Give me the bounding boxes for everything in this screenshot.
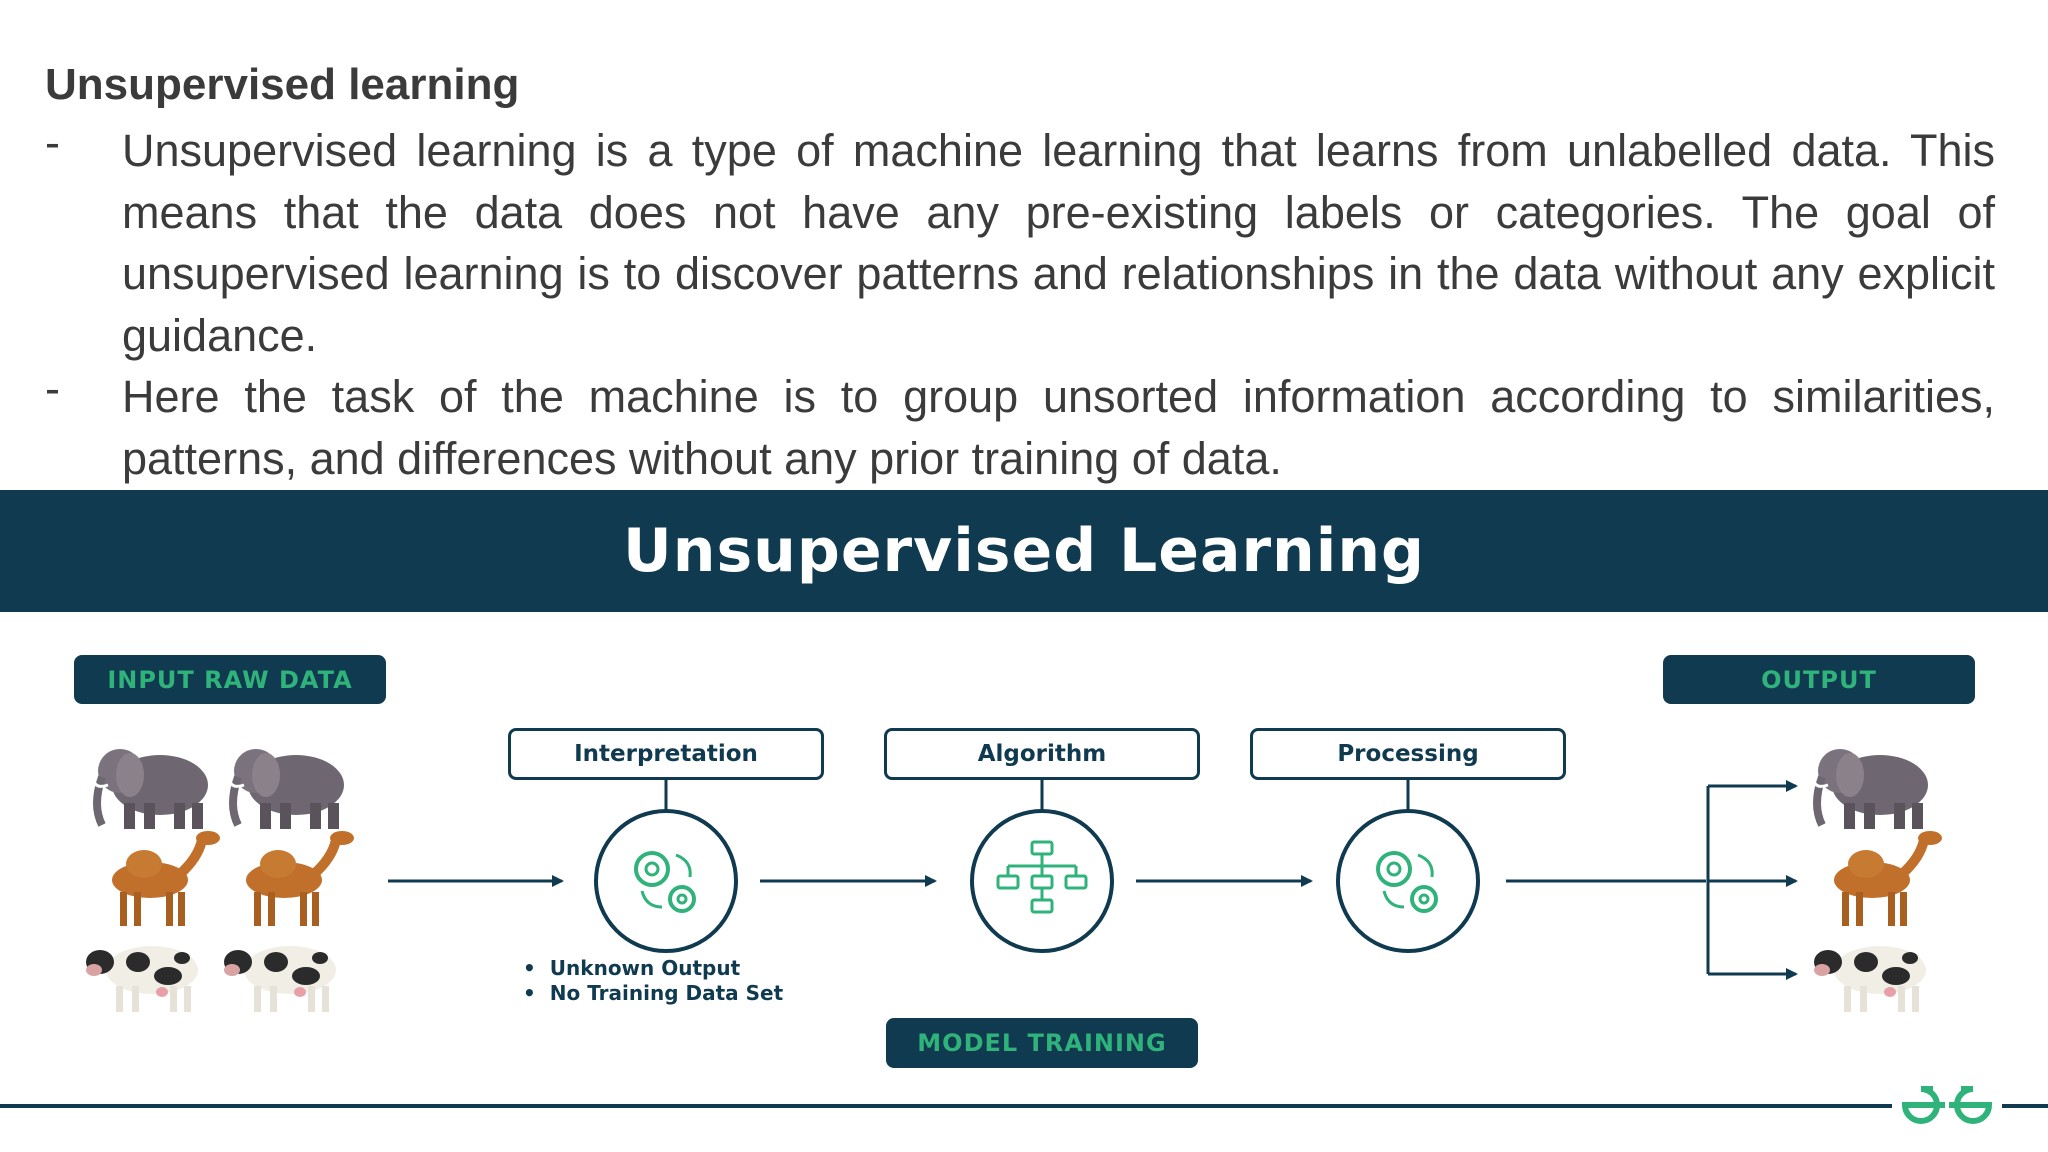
input-animals xyxy=(86,749,354,1012)
stage-algorithm-box: Algorithm xyxy=(884,728,1200,780)
bullet-marker: - xyxy=(45,363,60,414)
diagram-banner: Unsupervised Learning xyxy=(0,490,2048,612)
model-notes: Unknown Output No Training Data Set xyxy=(523,956,783,1006)
diagram-title: Unsupervised Learning xyxy=(623,516,1425,586)
cow-icon xyxy=(224,946,336,1012)
processing-circle xyxy=(1336,809,1480,953)
bullet-text: Unsupervised learning is a type of machi… xyxy=(122,125,1995,361)
stage-interpretation-box: Interpretation xyxy=(508,728,824,780)
gfg-logo xyxy=(1892,1074,2002,1136)
output-animals xyxy=(1814,749,1942,1012)
elephant-icon xyxy=(1814,749,1928,829)
cow-icon xyxy=(1814,946,1926,1012)
camel-icon xyxy=(112,831,220,926)
camel-icon xyxy=(246,831,354,926)
cow-icon xyxy=(86,946,198,1012)
camel-icon xyxy=(1834,831,1942,926)
gfg-logo-icon xyxy=(1901,1086,1993,1124)
algorithm-circle xyxy=(970,809,1114,953)
model-training-label: MODEL TRAINING xyxy=(886,1018,1198,1068)
note-no-training-data: No Training Data Set xyxy=(523,981,783,1006)
slide-heading: Unsupervised learning xyxy=(45,60,520,109)
output-label: OUTPUT xyxy=(1663,655,1975,704)
diagram-graphics xyxy=(86,612,2048,1012)
input-raw-data-label: INPUT RAW DATA xyxy=(74,655,386,704)
slide-text: Unsupervised learning - Unsupervised lea… xyxy=(0,0,2048,490)
elephant-icon xyxy=(94,749,208,829)
elephant-icon xyxy=(230,749,344,829)
interpretation-circle xyxy=(594,809,738,953)
note-unknown-output: Unknown Output xyxy=(523,956,783,981)
stage-processing-box: Processing xyxy=(1250,728,1566,780)
bottom-rule xyxy=(0,1104,2048,1108)
bullet-text: Here the task of the machine is to group… xyxy=(122,371,1995,484)
hierarchy-icon xyxy=(996,840,1088,914)
bullet-marker: - xyxy=(45,117,60,168)
